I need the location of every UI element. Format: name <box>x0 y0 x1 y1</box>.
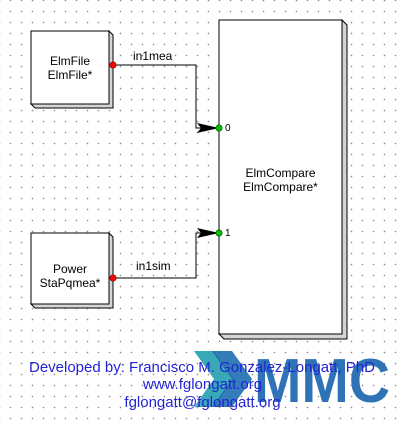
mmc-logo-text: MMC <box>254 349 390 409</box>
mmc-logo-chevron-icon <box>194 351 252 407</box>
port-label-1: 1 <box>225 228 231 239</box>
mmc-logo: MMC <box>194 349 390 409</box>
signal-line-in1sim[interactable] <box>113 232 205 279</box>
elmfile-block-label: ElmFile ElmFile* <box>31 54 109 82</box>
footer-developed-by: Developed by: Francisco M. Gonzalez-Long… <box>28 359 375 376</box>
arrowhead-in0-icon <box>197 123 219 133</box>
elmfile-block-type: ElmFile* <box>47 68 93 82</box>
footer-credits: Developed by: Francisco M. Gonzalez-Long… <box>0 356 400 422</box>
port-output-power[interactable] <box>109 274 117 282</box>
footer-website[interactable]: www.fglongatt.org <box>142 376 263 393</box>
signal-line-in1mea[interactable] <box>113 64 205 129</box>
elmcompare-block-label: ElmCompare ElmCompare* <box>219 166 342 194</box>
power-block-title: Power <box>52 262 87 276</box>
elmcompare-block[interactable] <box>217 18 348 340</box>
power-block-type: StaPqmea* <box>39 276 101 290</box>
port-input-0[interactable] <box>215 124 223 132</box>
port-output-elmfile[interactable] <box>109 61 117 69</box>
signal-label-in1sim: in1sim <box>136 259 171 273</box>
elmfile-block[interactable] <box>29 29 114 109</box>
power-block-label: Power StaPqmea* <box>31 262 109 290</box>
port-input-1[interactable] <box>215 229 223 237</box>
arrowhead-in1-icon <box>197 228 219 238</box>
elmcompare-block-type: ElmCompare* <box>243 180 318 194</box>
signal-label-in1mea: in1mea <box>133 49 173 63</box>
port-label-0: 0 <box>225 123 231 134</box>
elmfile-block-title: ElmFile <box>49 54 90 68</box>
power-block[interactable] <box>29 231 114 309</box>
footer-email[interactable]: fglongatt@fglongatt.org <box>124 394 281 411</box>
elmcompare-block-title: ElmCompare <box>245 166 316 180</box>
